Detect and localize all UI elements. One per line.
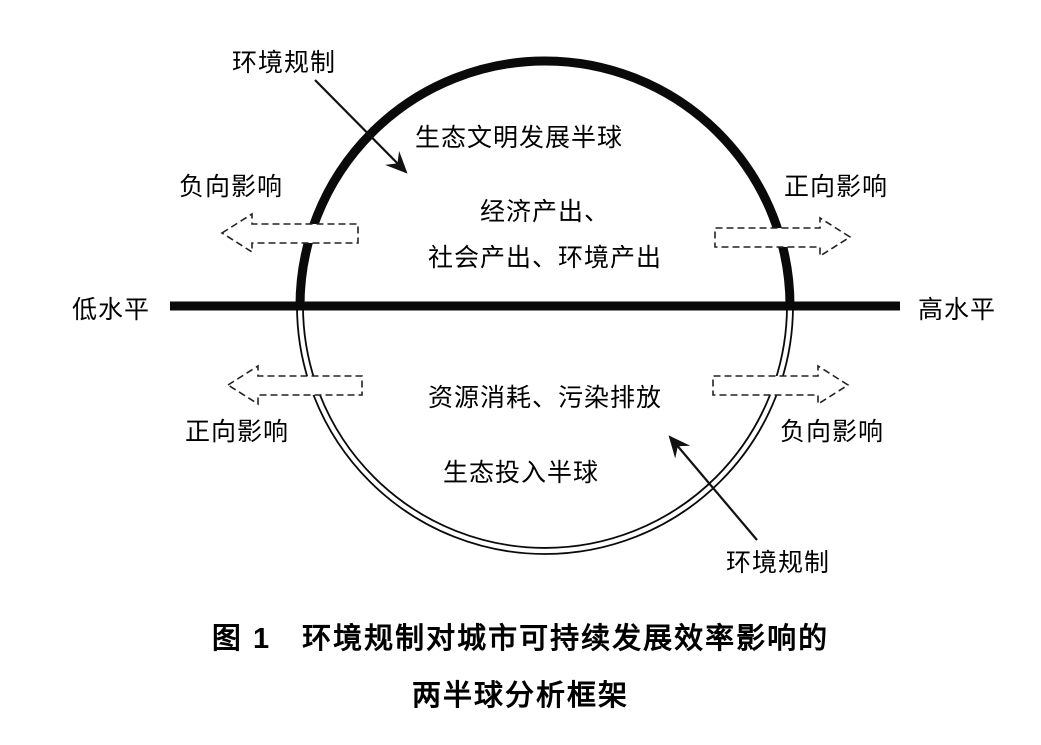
positive-impact-label-top-right: 正向影响 <box>784 174 889 201</box>
positive-impact-arrow-bottom-left <box>226 364 363 406</box>
lower-hemisphere-title: 生态投入半球 <box>443 460 600 487</box>
figure-caption-line2: 两半球分析框架 <box>411 680 629 712</box>
env-regulation-arrow-top <box>314 79 408 174</box>
env-regulation-arrow-bottom <box>668 435 758 541</box>
positive-impact-label-bottom-left: 正向影响 <box>185 419 290 446</box>
lower-hemisphere-arc-outer <box>296 305 794 555</box>
upper-hemisphere-content: 经济产出、 社会产出、环境产出 <box>345 190 745 282</box>
upper-hemisphere-title: 生态文明发展半球 <box>415 125 624 152</box>
positive-impact-arrow-top-right <box>714 216 852 258</box>
figure-caption-line1: 图 1 环境规制对城市可持续发展效率影响的 <box>211 623 830 655</box>
negative-impact-arrow-top-left <box>220 212 359 254</box>
upper-content-line1: 经济产出、 <box>479 199 610 226</box>
upper-hemisphere-arc <box>295 56 795 307</box>
lower-hemisphere-arc-inner <box>302 305 788 549</box>
lower-content-line1: 资源消耗、污染排放 <box>427 385 662 412</box>
lower-hemisphere-content: 资源消耗、污染排放 <box>345 376 745 422</box>
upper-content-line2: 社会产出、环境产出 <box>427 245 662 272</box>
negative-impact-arrow-bottom-right <box>712 364 850 406</box>
negative-impact-label-top-left: 负向影响 <box>179 174 284 201</box>
env-regulation-label-top: 环境规制 <box>232 50 337 77</box>
axis-low-level-label: 低水平 <box>72 297 151 324</box>
negative-impact-label-bottom-right: 负向影响 <box>780 419 885 446</box>
env-regulation-label-bottom: 环境规制 <box>726 550 831 577</box>
axis-high-level-label: 高水平 <box>918 297 997 324</box>
